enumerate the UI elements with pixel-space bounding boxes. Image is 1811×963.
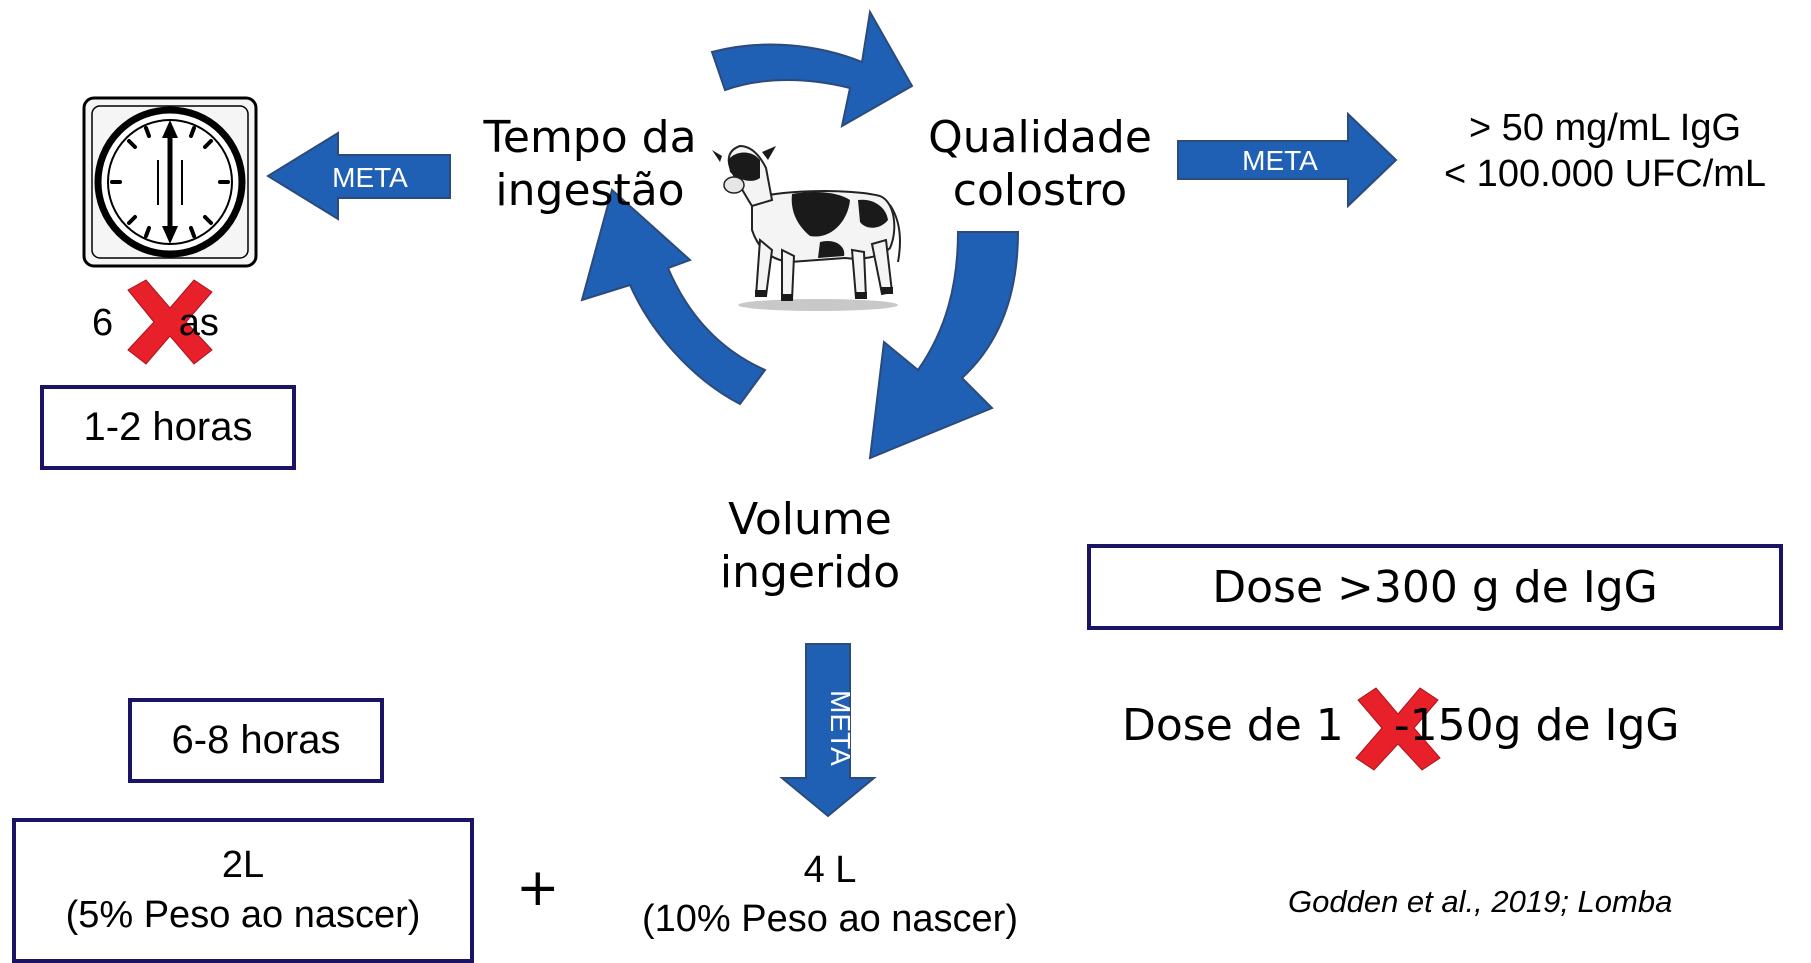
dose-box: Dose >300 g de IgG	[1087, 544, 1783, 630]
volume-goal-line1: 4 L	[803, 849, 857, 891]
colostrum-quality-label: Qualidade colostro	[900, 112, 1180, 218]
volume-ingested-line2: ingerido	[719, 546, 901, 598]
cycle-arrow-left	[580, 188, 767, 406]
meta-arrow-left	[266, 131, 451, 221]
citation: Godden et al., 2019; Lomba	[1288, 884, 1673, 919]
time-intake-line2: ingestão	[495, 164, 685, 216]
time-intake-label: Tempo da ingestão	[450, 112, 730, 218]
six-hours-suffix: as	[178, 302, 219, 344]
meta-arrow-right	[1177, 111, 1398, 209]
colostrum-quality-line2: colostro	[952, 164, 1128, 216]
box-2l: 2L (5% Peso ao nascer)	[12, 818, 474, 963]
six-hours-old-text: 6 as	[92, 302, 219, 345]
plus-sign: +	[516, 858, 560, 918]
ufc-goal: < 100.000 UFC/mL	[1443, 152, 1767, 195]
meta-label-left: META	[332, 162, 408, 193]
box-2l-line2: (5% Peso ao nascer)	[65, 893, 421, 936]
box-1-2-hours: 1-2 horas	[40, 385, 296, 470]
meta-label-right: META	[1242, 145, 1318, 176]
box-2l-line1: 2L	[221, 844, 265, 887]
dose-old-text: Dose de 1 -150g de IgG	[1122, 700, 1680, 751]
quality-goals: > 50 mg/mL IgG < 100.000 UFC/mL	[1400, 106, 1810, 197]
igg-goal: > 50 mg/mL IgG	[1468, 107, 1742, 149]
volume-ingested-label: Volume ingerido	[670, 494, 950, 600]
dose-old-prefix: Dose de 1	[1122, 700, 1344, 751]
clock-icon	[82, 96, 258, 268]
volume-goal-line2: (10% Peso ao nascer)	[642, 898, 1018, 941]
box-6-8-hours: 6-8 horas	[128, 698, 384, 783]
cycle-arrow-right	[868, 231, 1020, 460]
meta-arrow-down	[779, 643, 877, 818]
calf-icon	[712, 144, 901, 311]
cycle-arrow-top	[710, 9, 914, 128]
meta-label-down: META	[825, 690, 856, 766]
volume-goal: 4 L (10% Peso ao nascer)	[600, 846, 1060, 945]
dose-old-suffix: -150g de IgG	[1393, 700, 1680, 751]
six-hours-prefix: 6	[92, 302, 124, 344]
red-x-icon-dose	[1355, 687, 1441, 771]
colostrum-quality-line1: Qualidade	[928, 112, 1152, 163]
red-x-icon	[127, 279, 213, 365]
volume-ingested-line1: Volume	[728, 494, 892, 545]
time-intake-line1: Tempo da	[483, 112, 697, 163]
